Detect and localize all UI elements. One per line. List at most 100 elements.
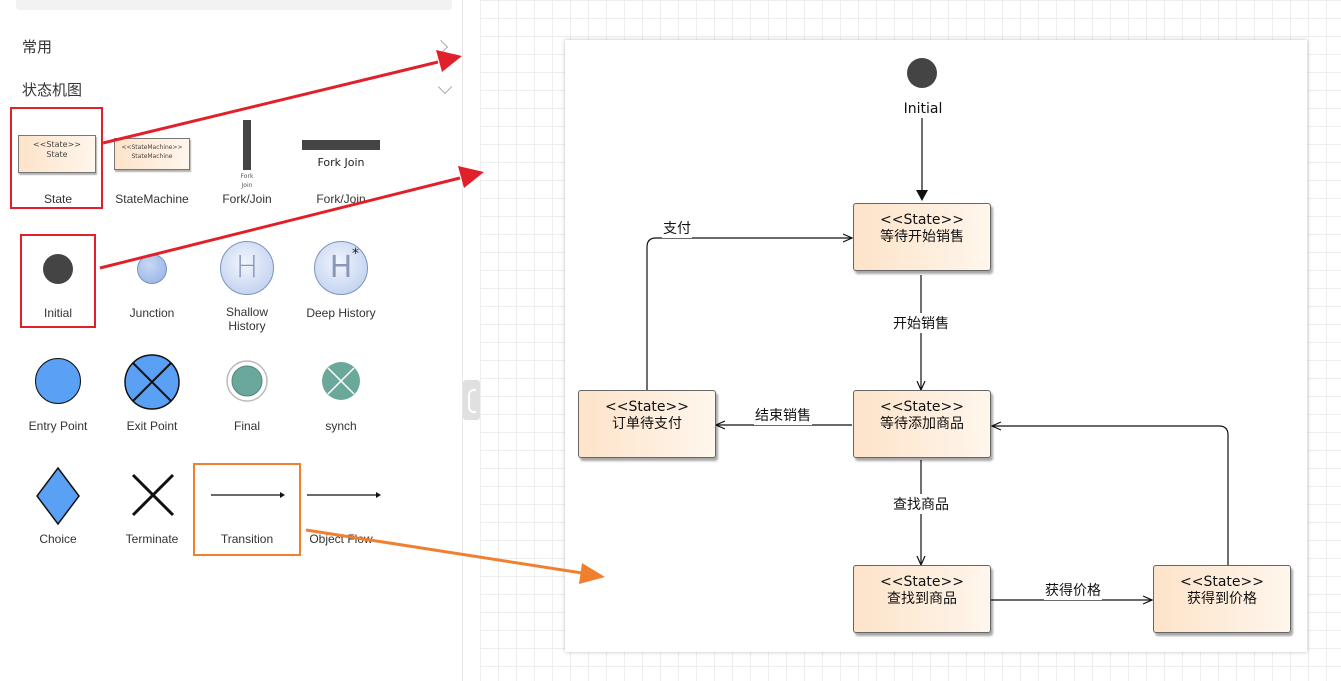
initial-dot-icon — [43, 254, 73, 284]
edge-label[interactable]: 结束销售 — [754, 405, 812, 425]
shape-choice[interactable]: Choice — [13, 464, 103, 568]
search-bar[interactable] — [16, 0, 452, 10]
section-state-machine[interactable]: 状态机图 — [22, 79, 82, 100]
diamond-icon — [36, 467, 80, 525]
shape-synch[interactable]: synch — [296, 348, 386, 452]
chevron-down-icon[interactable] — [437, 79, 453, 95]
fork-thumb-line2: Join — [241, 182, 253, 189]
shape-label: synch — [325, 419, 357, 433]
exit-point-icon — [124, 354, 180, 410]
state-name: 等待添加商品 — [880, 416, 964, 432]
deep-history-glyph: H — [329, 250, 353, 285]
edge-label[interactable]: 查找商品 — [892, 494, 950, 514]
arrow-right-icon — [307, 492, 381, 498]
diagram-page[interactable]: Initial <<State>> 等待开始销售 <<State>> 等待添加商… — [565, 40, 1307, 652]
shape-label-line1: Shallow — [225, 305, 269, 319]
shape-label: Exit Point — [126, 419, 178, 433]
shape-label: Choice — [39, 532, 77, 546]
shape-label: Fork/Join — [316, 192, 366, 206]
shape-label: Initial — [43, 306, 72, 320]
initial-node[interactable] — [907, 58, 937, 88]
shape-library-panel: 常用 状态机图 <<State>> State State <<StateMac… — [0, 0, 463, 681]
terminate-x-icon — [131, 473, 175, 517]
shape-fork-join-vertical[interactable]: Fork Join Fork/Join — [202, 108, 292, 212]
shape-label: Terminate — [125, 532, 179, 546]
shape-terminate[interactable]: Terminate — [107, 464, 197, 568]
state-node[interactable]: <<State>> 等待开始销售 — [853, 203, 991, 271]
edge-label[interactable]: 获得价格 — [1044, 580, 1102, 600]
shape-label: Shallow History — [202, 305, 292, 333]
chevron-right-icon[interactable] — [433, 39, 449, 55]
shape-initial[interactable]: Initial — [13, 234, 103, 338]
transition-edges — [646, 118, 1229, 652]
state-thumb-name: State — [46, 150, 68, 159]
fork-bar-horizontal-icon — [302, 140, 380, 150]
shape-label: Object Flow — [309, 532, 373, 546]
highlight-transition — [193, 463, 301, 556]
state-stereotype: <<State>> — [605, 399, 689, 415]
section-state-machine-label: 状态机图 — [22, 81, 83, 99]
state-node[interactable]: <<State>> 查找到商品 — [853, 565, 991, 633]
initial-node-label: Initial — [883, 101, 963, 117]
highlight-state — [10, 107, 103, 209]
fork-bar-vertical-icon — [243, 120, 251, 170]
state-node[interactable]: <<State>> 获得到价格 — [1153, 565, 1291, 633]
shape-label: Deep History — [306, 306, 376, 320]
state-stereotype: <<State>> — [1180, 574, 1264, 590]
state-thumb-icon: <<State>> State — [18, 135, 96, 173]
fork-thumb-label: Fork Join — [202, 172, 292, 190]
shape-exit-point[interactable]: Exit Point — [107, 348, 197, 452]
statemachine-thumb-icon: <<StateMachine>> StateMachine — [114, 138, 190, 170]
shape-label: StateMachine — [115, 192, 189, 206]
shape-statemachine[interactable]: <<StateMachine>> StateMachine StateMachi… — [107, 108, 197, 212]
deep-history-icon: H * — [314, 241, 368, 295]
statemachine-thumb-name: StateMachine — [131, 153, 173, 160]
fork-join-thumb-text: Fork Join — [317, 156, 365, 169]
section-common[interactable]: 常用 — [22, 36, 52, 57]
state-node[interactable]: <<State>> 订单待支付 — [578, 390, 716, 458]
synch-icon — [322, 362, 360, 400]
state-node[interactable]: <<State>> 等待添加商品 — [853, 390, 991, 458]
state-name: 订单待支付 — [612, 416, 682, 432]
deep-history-star: * — [352, 246, 359, 262]
shape-label: Final — [233, 419, 260, 433]
state-name: 查找到商品 — [887, 591, 957, 607]
edge-pay — [646, 238, 852, 390]
state-name: 获得到价格 — [1187, 591, 1257, 607]
edge-back-to-add — [992, 426, 1229, 565]
state-stereotype: <<State>> — [880, 399, 964, 415]
shallow-history-glyph: H — [235, 250, 259, 285]
shape-state[interactable]: <<State>> State State — [13, 108, 103, 212]
highlight-initial — [20, 234, 96, 328]
fork-thumb-line1: Fork — [240, 173, 254, 180]
shape-label: Entry Point — [28, 419, 88, 433]
shape-label: Fork/Join — [222, 192, 272, 206]
shape-final[interactable]: Final — [202, 348, 292, 452]
shape-fork-join-horizontal[interactable]: Fork Join Fork/Join — [296, 108, 386, 212]
section-common-label: 常用 — [22, 38, 53, 56]
statemachine-thumb-stereotype: <<StateMachine>> — [121, 144, 183, 151]
shape-entry-point[interactable]: Entry Point — [13, 348, 103, 452]
state-thumb-stereotype: <<State>> — [33, 140, 81, 149]
shape-label-line2: History — [228, 319, 266, 333]
state-stereotype: <<State>> — [880, 574, 964, 590]
shape-label: Transition — [220, 532, 274, 546]
edge-label[interactable]: 开始销售 — [892, 313, 950, 333]
shallow-history-icon: H — [220, 241, 274, 295]
edge-label[interactable]: 支付 — [662, 218, 692, 238]
shape-label: Junction — [129, 306, 175, 320]
arrow-right-icon — [211, 492, 285, 498]
entry-point-icon — [35, 358, 81, 404]
shape-transition[interactable]: Transition — [202, 464, 292, 568]
shape-label: State — [43, 192, 73, 206]
shape-deep-history[interactable]: H * Deep History — [296, 234, 386, 338]
shape-shallow-history[interactable]: H Shallow History — [202, 234, 292, 338]
state-stereotype: <<State>> — [880, 212, 964, 228]
collapse-panel-handle[interactable] — [463, 380, 480, 420]
final-icon — [226, 360, 268, 402]
shape-object-flow[interactable]: Object Flow — [296, 464, 386, 568]
junction-icon — [137, 254, 167, 284]
shape-junction[interactable]: Junction — [107, 234, 197, 338]
state-name: 等待开始销售 — [880, 229, 964, 245]
